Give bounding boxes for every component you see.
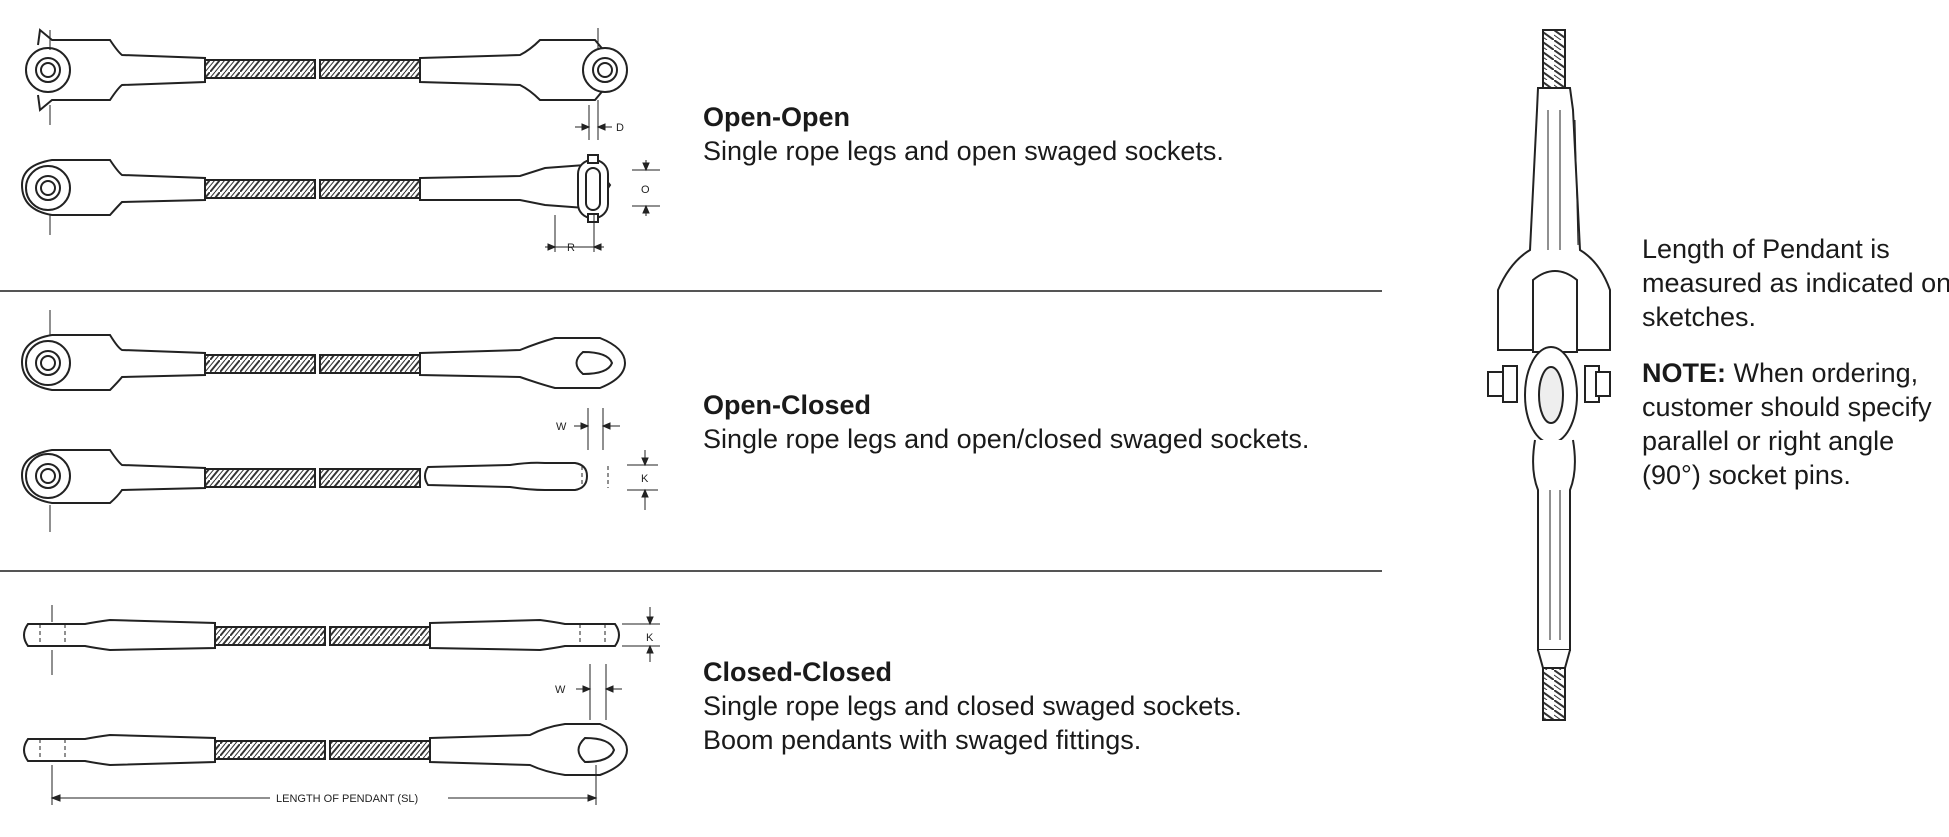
- note-text: When ordering, customer should specify p…: [1642, 358, 1932, 490]
- divider-1: [0, 290, 1382, 292]
- length-measurement-text: Length of Pendant is measured as indicat…: [1642, 234, 1949, 332]
- section-description-closed-closed-line-1: Single rope legs and closed swaged socke…: [703, 691, 1242, 721]
- open-open-pendant-top: [25, 28, 628, 125]
- open-closed-pendant-top: [20, 310, 627, 391]
- dim-label-r: R: [567, 242, 575, 254]
- section-closed-closed: Closed-Closed Single rope legs and close…: [703, 655, 1403, 757]
- dim-w-closed-closed: [576, 664, 622, 720]
- note-label: NOTE:: [1642, 358, 1726, 388]
- side-note: Length of Pendant is measured as indicat…: [1642, 232, 1949, 514]
- ordering-note: NOTE: When ordering, customer should spe…: [1642, 356, 1949, 492]
- dim-label-k-open-closed: K: [641, 473, 649, 485]
- dim-r: [545, 215, 604, 252]
- section-description-open-open: Single rope legs and open swaged sockets…: [703, 136, 1224, 166]
- dim-length-of-pendant: [50, 794, 598, 802]
- section-title-open-open: Open-Open: [703, 102, 850, 132]
- dim-d: [575, 105, 612, 140]
- divider-2: [0, 570, 1382, 572]
- socket-illustration: [1487, 29, 1611, 721]
- dim-label-w-closed-closed: W: [555, 684, 566, 696]
- section-title-open-closed: Open-Closed: [703, 390, 872, 420]
- dim-label-length-of-pendant: LENGTH OF PENDANT (SL): [276, 793, 418, 805]
- dim-label-k-closed-closed: K: [646, 632, 654, 644]
- dim-label-w-open-closed: W: [556, 421, 567, 433]
- dim-w-open-closed: [574, 408, 620, 450]
- section-open-closed: Open-Closed Single rope legs and open/cl…: [703, 388, 1403, 456]
- dim-o: [632, 160, 660, 216]
- dim-k-closed-closed: [622, 607, 660, 662]
- closed-closed-pendant-bottom: [23, 723, 629, 805]
- closed-closed-pendant-top: [23, 605, 620, 675]
- dim-label-o: O: [641, 184, 650, 196]
- open-open-pendant-bottom: [20, 154, 612, 235]
- dim-label-d: D: [616, 122, 624, 134]
- section-description-open-closed: Single rope legs and open/closed swaged …: [703, 424, 1310, 454]
- section-open-open: Open-Open Single rope legs and open swag…: [703, 100, 1403, 168]
- open-closed-pendant-bottom: [20, 449, 609, 532]
- dim-k-open-closed: [627, 450, 658, 510]
- section-title-closed-closed: Closed-Closed: [703, 657, 893, 687]
- section-description-closed-closed-line-2: Boom pendants with swaged fittings.: [703, 725, 1142, 755]
